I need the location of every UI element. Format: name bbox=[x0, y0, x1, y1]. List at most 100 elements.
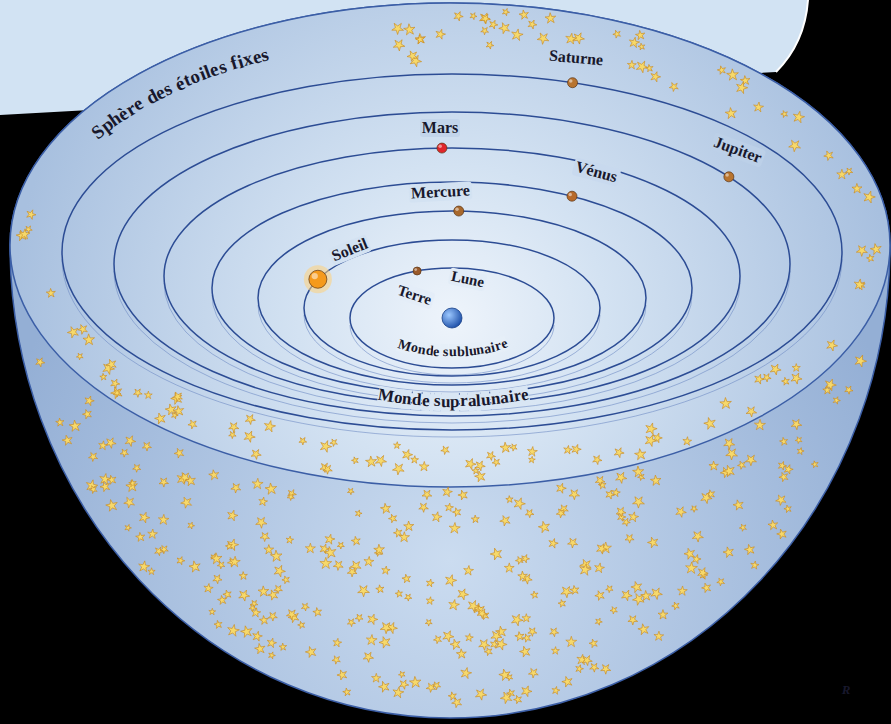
star bbox=[148, 568, 155, 575]
star bbox=[239, 571, 249, 581]
star bbox=[300, 601, 311, 612]
star bbox=[588, 637, 600, 649]
star bbox=[520, 684, 534, 697]
orbit-rings bbox=[62, 74, 842, 437]
planet-label: Mars bbox=[420, 119, 460, 137]
star bbox=[778, 470, 791, 483]
star bbox=[403, 592, 413, 602]
star bbox=[566, 535, 580, 549]
star bbox=[304, 644, 319, 659]
star bbox=[279, 642, 288, 652]
star bbox=[82, 332, 96, 347]
star bbox=[158, 514, 169, 525]
star bbox=[109, 377, 121, 389]
glyph: r bbox=[460, 392, 468, 411]
star bbox=[373, 543, 386, 557]
star bbox=[750, 560, 759, 569]
bubble-edge bbox=[776, 0, 808, 72]
star bbox=[645, 63, 655, 73]
star bbox=[735, 80, 749, 94]
star bbox=[324, 533, 336, 545]
star bbox=[410, 455, 418, 463]
star bbox=[527, 446, 538, 456]
star bbox=[822, 385, 833, 396]
ring-wall bbox=[164, 283, 740, 411]
star bbox=[643, 433, 658, 448]
star bbox=[565, 32, 578, 44]
star bbox=[83, 395, 95, 407]
star bbox=[208, 468, 221, 481]
star bbox=[774, 492, 789, 507]
star bbox=[320, 557, 332, 568]
star bbox=[465, 633, 474, 642]
star bbox=[406, 48, 421, 63]
star bbox=[371, 673, 381, 682]
star bbox=[267, 651, 276, 660]
star bbox=[452, 10, 464, 22]
star bbox=[99, 372, 108, 381]
star bbox=[211, 572, 223, 584]
star bbox=[471, 514, 481, 524]
star bbox=[855, 243, 870, 258]
star bbox=[649, 70, 662, 82]
planet-dot bbox=[413, 267, 421, 275]
star bbox=[613, 446, 626, 459]
star bbox=[251, 630, 263, 641]
star bbox=[685, 561, 698, 573]
star bbox=[630, 579, 645, 594]
star bbox=[229, 556, 241, 567]
star bbox=[768, 362, 782, 376]
star bbox=[578, 563, 592, 576]
star bbox=[228, 429, 238, 439]
star bbox=[444, 502, 454, 511]
star bbox=[252, 478, 264, 489]
star bbox=[605, 583, 615, 593]
star bbox=[505, 672, 515, 682]
star bbox=[375, 584, 386, 595]
star bbox=[517, 570, 529, 582]
star bbox=[504, 563, 514, 572]
star bbox=[776, 527, 789, 540]
star bbox=[362, 650, 376, 664]
star bbox=[391, 37, 407, 52]
bowl-body bbox=[10, 3, 890, 718]
star bbox=[668, 80, 681, 93]
star bbox=[794, 435, 803, 444]
star bbox=[263, 419, 276, 432]
star bbox=[431, 511, 443, 523]
star bbox=[469, 11, 478, 20]
star bbox=[124, 523, 132, 531]
star bbox=[719, 396, 733, 411]
planet-label: Terre bbox=[393, 281, 435, 309]
star bbox=[346, 617, 357, 628]
star bbox=[363, 556, 374, 566]
ring-wall bbox=[114, 271, 790, 423]
star bbox=[703, 415, 719, 431]
star bbox=[716, 576, 727, 587]
star bbox=[612, 28, 623, 39]
star bbox=[501, 7, 510, 16]
star bbox=[594, 617, 603, 626]
star bbox=[634, 447, 649, 462]
star bbox=[99, 473, 112, 485]
star bbox=[153, 411, 168, 426]
star bbox=[463, 565, 474, 575]
star bbox=[203, 583, 213, 593]
star bbox=[780, 109, 789, 119]
star bbox=[419, 461, 429, 471]
star bbox=[267, 610, 279, 622]
star bbox=[158, 475, 171, 488]
star bbox=[473, 686, 488, 701]
star bbox=[184, 474, 198, 488]
star bbox=[329, 437, 339, 447]
star bbox=[249, 447, 263, 460]
star bbox=[551, 646, 559, 654]
planet-label: Lune bbox=[448, 267, 488, 291]
star bbox=[147, 529, 157, 539]
star bbox=[415, 33, 427, 45]
star bbox=[753, 101, 764, 112]
star bbox=[498, 513, 512, 527]
star bbox=[459, 666, 472, 679]
star bbox=[555, 482, 567, 494]
